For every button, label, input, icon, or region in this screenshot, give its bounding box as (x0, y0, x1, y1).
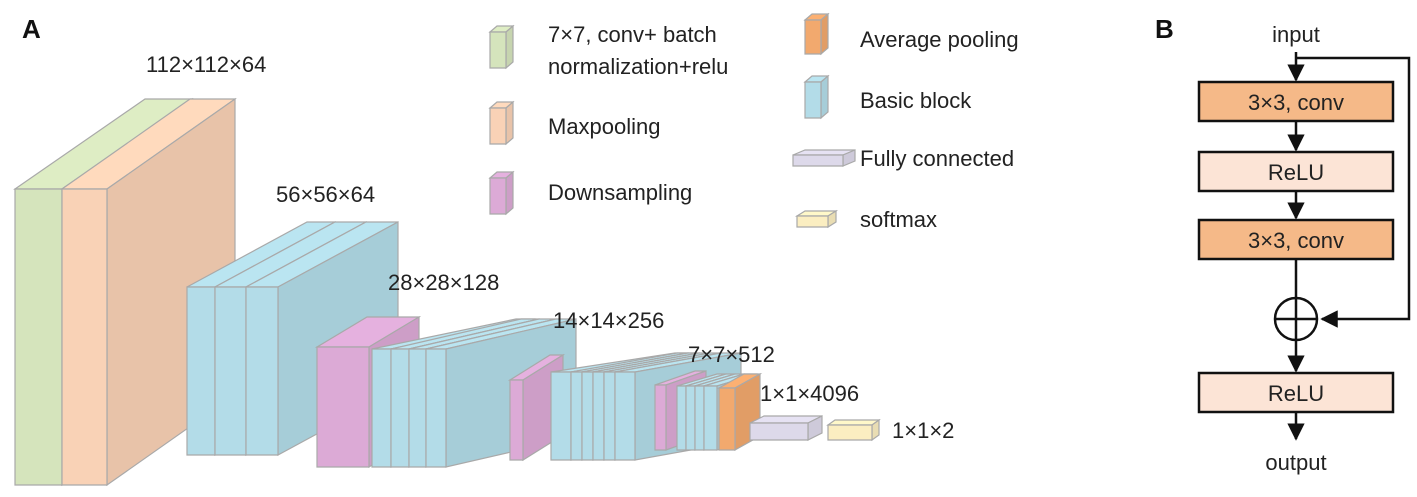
dim-label-56: 56×56×64 (276, 182, 375, 207)
stage5-slab-2-front (685, 385, 696, 451)
addition-node-icon (1273, 296, 1319, 342)
legend-icons (488, 12, 856, 229)
legend-avgpool-icon-front (804, 19, 822, 55)
head-slab-1-top (826, 419, 881, 426)
stage3-slab-4-front (425, 348, 447, 468)
stage1-slab-1-front (61, 188, 108, 486)
legend-softmax: softmax (860, 207, 937, 232)
dim-label-fc: 1×1×4096 (760, 381, 859, 406)
legend-conv-icon-front (489, 31, 507, 69)
stage2-slab-1-front (214, 286, 247, 456)
dim-label-14: 14×14×256 (553, 308, 664, 333)
legend-maxpool-icon-side (505, 100, 514, 146)
dim-label-28: 28×28×128 (388, 270, 499, 295)
conv-box-1-label: 3×3, conv (1248, 90, 1344, 115)
head-slab-0-front (749, 422, 809, 441)
relu-box-2 (1197, 371, 1395, 414)
block-input-label: input (1272, 22, 1320, 47)
legend-conv-line2: normalization+relu (548, 54, 728, 79)
relu-box-1-label: ReLU (1268, 160, 1324, 185)
stage4-slab-1-front (550, 371, 572, 461)
stage5-slab-5-front (718, 387, 736, 451)
network-layers (13, 97, 881, 487)
stage5-slab-1-front (676, 385, 687, 451)
panel-label-b: B (1155, 14, 1174, 44)
legend-avgpool-icon-side (820, 12, 829, 56)
stage4-slab-3-front (581, 371, 594, 461)
legend-softmax-icon-front (796, 215, 829, 228)
legend-maxpool: Maxpooling (548, 114, 661, 139)
legend-fc-icon-front (792, 154, 844, 167)
dim-label-softmax: 1×1×2 (892, 418, 954, 443)
stage4-slab-6-front (614, 371, 636, 461)
conv-box-1 (1197, 80, 1395, 123)
legend-conv-icon-side (505, 24, 514, 70)
stage1-slab-0-front (14, 188, 63, 486)
legend-downsample-icon-side (505, 170, 514, 216)
conv-box-2 (1197, 218, 1395, 261)
basic-block-diagram: input 3×3, conv ReLU 3×3, conv ReLU outp… (1197, 22, 1411, 475)
stage3-slab-2-front (390, 348, 410, 468)
head-slab-1-front (827, 424, 873, 441)
stage4-slab-5-front (603, 371, 616, 461)
legend-downsample: Downsampling (548, 180, 692, 205)
relu-box-1 (1197, 150, 1395, 193)
stage2-slab-0-front (186, 286, 216, 456)
legend-basic-icon-side (820, 74, 829, 120)
panel-label-a: A (22, 14, 41, 44)
stage3-slab-0-front (316, 346, 370, 468)
legend-basic-icon-front (804, 81, 822, 119)
legend-downsample-icon-front (489, 177, 507, 215)
legend-fc: Fully connected (860, 146, 1014, 171)
stage5-slab-4-front (703, 385, 718, 451)
conv-box-2-label: 3×3, conv (1248, 228, 1344, 253)
legend-maxpool-icon-front (489, 107, 507, 145)
dim-label-7: 7×7×512 (688, 342, 775, 367)
stage5-slab-3-front (694, 385, 705, 451)
stage3-slab-3-front (408, 348, 427, 468)
relu-box-2-label: ReLU (1268, 381, 1324, 406)
legend-avgpool: Average pooling (860, 27, 1019, 52)
stage4-slab-2-front (570, 371, 583, 461)
stage4-slab-0-front (509, 379, 524, 461)
block-output-label: output (1265, 450, 1326, 475)
legend-basic: Basic block (860, 88, 972, 113)
stage3-slab-1-front (371, 348, 392, 468)
dim-label-112: 112×112×64 (146, 52, 266, 77)
stage4-slab-4-front (592, 371, 605, 461)
stage2-slab-2-front (245, 286, 279, 456)
legend-conv-line1: 7×7, conv+ batch (548, 22, 717, 47)
skip-connection-arrow (1296, 56, 1411, 328)
stage5-slab-0-front (654, 384, 667, 451)
